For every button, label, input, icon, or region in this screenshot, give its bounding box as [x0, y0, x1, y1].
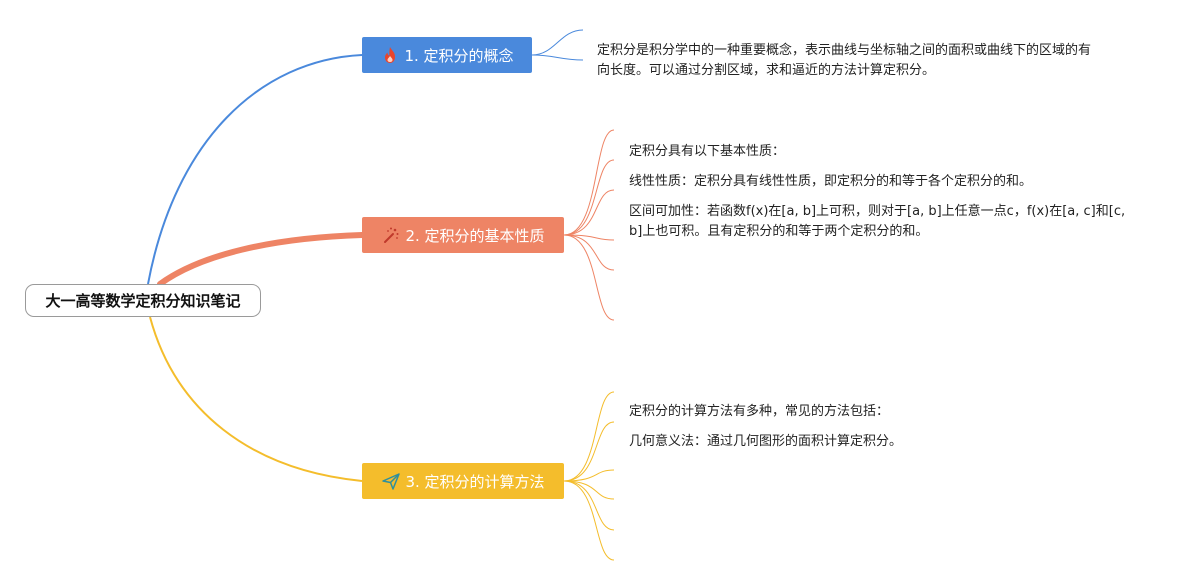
branch-topic-3[interactable]: 3. 定积分的计算方法	[362, 463, 564, 499]
paper-plane-icon	[381, 471, 401, 491]
magic-wand-icon	[381, 225, 401, 245]
branch-topic-1-label: 1. 定积分的概念	[404, 46, 514, 65]
leaf-methods-intro[interactable]: 定积分的计算方法有多种，常见的方法包括：	[629, 404, 890, 419]
branch-topic-2-label: 2. 定积分的基本性质	[405, 226, 545, 245]
fire-icon	[380, 45, 400, 65]
branch-topic-2[interactable]: 2. 定积分的基本性质	[362, 217, 564, 253]
branch-3-fan	[563, 391, 615, 561]
branch-topic-3-label: 3. 定积分的计算方法	[405, 472, 545, 491]
connector-root-to-branch-2	[157, 232, 365, 287]
leaf-properties-intro[interactable]: 定积分具有以下基本性质：	[629, 144, 786, 159]
branch-topic-1[interactable]: 1. 定积分的概念	[362, 37, 532, 73]
leaf-interval-additivity[interactable]: 区间可加性：若函数f(x)在[a, b]上可积，则对于[a, b]上任意一点c，…	[629, 204, 1126, 239]
root-topic[interactable]: 大一高等数学定积分知识笔记	[25, 284, 261, 317]
leaf-concept-text[interactable]: 定积分是积分学中的一种重要概念，表示曲线与坐标轴之间的面积或曲线下的区域的有向长…	[597, 43, 1092, 78]
leaf-linearity[interactable]: 线性性质：定积分具有线性性质，即定积分的和等于各个定积分的和。	[629, 174, 1033, 189]
branch-1-fan	[531, 29, 584, 61]
connector-root-to-branch-1	[147, 54, 363, 285]
root-topic-label: 大一高等数学定积分知识笔记	[45, 292, 241, 310]
connector-root-to-branch-3	[149, 316, 363, 482]
branch-2-fan	[563, 129, 615, 321]
leaf-geometric-method[interactable]: 几何意义法：通过几何图形的面积计算定积分。	[629, 434, 903, 449]
